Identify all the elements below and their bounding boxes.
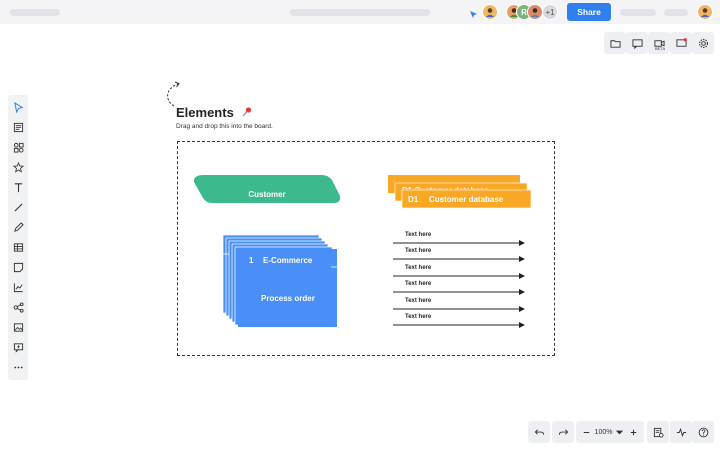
arrow-label[interactable]: Text here	[405, 298, 432, 304]
top-bar: R +1 Share	[0, 0, 720, 24]
redo-icon[interactable]	[552, 421, 574, 443]
curved-arrow-icon	[167, 81, 180, 107]
shapes-icon[interactable]	[12, 141, 24, 153]
database-back-label: D1 Customer database	[402, 186, 489, 189]
cursor-follow-icon[interactable]	[469, 7, 479, 25]
arrow-label[interactable]: Text here	[405, 265, 432, 271]
table-icon[interactable]	[12, 241, 24, 253]
process-name[interactable]: E-Commerce	[263, 256, 313, 265]
board-title-placeholder[interactable]	[10, 9, 60, 16]
pen-icon[interactable]	[12, 221, 24, 233]
elements-frame[interactable]	[177, 141, 555, 356]
undo-icon[interactable]	[528, 421, 550, 443]
customer-label[interactable]: Customer	[248, 190, 286, 199]
template-icon[interactable]	[12, 121, 24, 133]
zoom-control: 100%	[576, 421, 644, 443]
page-subtitle: Drag and drop this into the board.	[176, 123, 273, 130]
database-label[interactable]: Customer database	[429, 195, 504, 204]
gear-icon[interactable]	[692, 32, 714, 54]
pin-icon	[241, 106, 253, 121]
user-avatar[interactable]	[697, 4, 713, 20]
video-icon[interactable]: BETA	[648, 32, 670, 54]
comment-add-icon[interactable]	[12, 341, 24, 353]
arrow-label[interactable]: Text here	[405, 314, 432, 320]
page-title: Elements	[176, 105, 253, 121]
chevron-down-icon	[614, 427, 625, 438]
process-order-label[interactable]: Process order	[261, 294, 315, 303]
folder-icon[interactable]	[604, 32, 626, 54]
arrow-label[interactable]: Text here	[405, 281, 432, 287]
zoom-level[interactable]: 100%	[595, 427, 626, 438]
mindmap-icon[interactable]	[12, 301, 24, 313]
avatar[interactable]	[482, 4, 498, 20]
cursor-icon[interactable]	[12, 101, 24, 113]
more-icon[interactable]	[12, 361, 24, 373]
database-id[interactable]: D1	[408, 195, 419, 204]
arrow-label[interactable]: Text here	[405, 248, 432, 254]
comment-icon[interactable]	[626, 32, 648, 54]
activity-icon[interactable]	[670, 421, 692, 443]
zoom-in-icon[interactable]	[628, 427, 639, 438]
left-toolbar	[8, 95, 28, 380]
beta-badge: BETA	[655, 46, 666, 51]
line-icon[interactable]	[12, 201, 24, 213]
help-icon[interactable]	[692, 421, 714, 443]
share-button[interactable]: Share	[567, 3, 611, 21]
text-icon[interactable]	[12, 181, 24, 193]
zoom-out-icon[interactable]	[581, 427, 592, 438]
avatar[interactable]	[527, 4, 543, 20]
menu-placeholder[interactable]	[664, 9, 688, 16]
star-icon[interactable]	[12, 161, 24, 173]
process-shape-front	[238, 249, 337, 327]
plan-placeholder	[620, 9, 656, 16]
breadcrumb-placeholder	[290, 9, 430, 16]
chart-icon[interactable]	[12, 281, 24, 293]
process-number[interactable]: 1	[249, 256, 254, 265]
sticky-note-icon[interactable]	[12, 261, 24, 273]
image-icon[interactable]	[12, 321, 24, 333]
customer-shape	[193, 175, 341, 203]
arrow-label[interactable]: Text here	[405, 232, 432, 238]
chat-icon[interactable]	[670, 32, 692, 54]
collaborators-count-badge[interactable]: +1	[542, 4, 558, 20]
database-shape-front	[401, 189, 532, 209]
board-outline-icon[interactable]	[647, 421, 669, 443]
